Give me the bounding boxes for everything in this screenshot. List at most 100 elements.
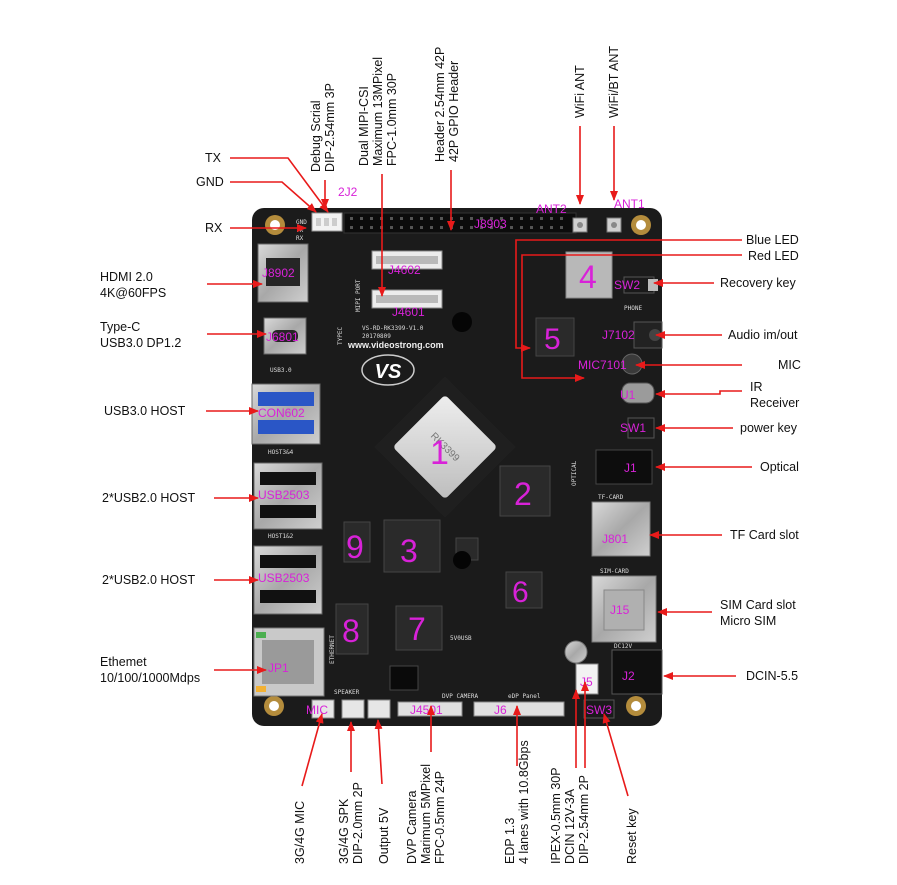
label-dcin: DCIN-5.5 [746,669,798,683]
silk-usb30: USB3.0 [270,367,292,374]
designator-ant2: ANT2 [536,202,567,216]
label-header-line2: 42P GPIO Header [447,61,461,162]
board-brand: www.videostrong.com [347,340,444,350]
label-dcin12: DCIN 12V-3A [563,788,577,864]
silk-5v0usb: 5V0USB [450,635,472,642]
silk-host12: HOST1&2 [268,533,294,540]
designator-sw3: SW3 [586,703,612,717]
label-blueled: Blue LED [746,233,799,247]
silk-edp-panel: eDP Panel [508,693,541,700]
designator-mic7101: MIC7101 [578,358,627,372]
label-ethernet-line2: 10/100/1000Mdps [100,671,200,685]
out5v-connector [367,699,391,719]
optical-connector [595,449,653,485]
label-g4spk: 3G/4G SPK [337,798,351,864]
board-date: 20170809 [362,333,391,340]
label-simcard-line2: Micro SIM [720,614,776,628]
gpio-header [343,212,577,234]
chip-9 [343,521,371,563]
label-ir: IR [750,380,763,394]
label-dip254: DIP-2.54mm 2P [577,775,591,864]
chip-4 [565,251,613,299]
chip-6 [505,571,543,609]
silk-rx: RX [296,235,304,242]
chip-number-8: 8 [342,613,360,649]
label-usb30: USB3.0 HOST [104,404,186,418]
designator-ant1: ANT1 [614,197,645,211]
designator-u1: U1 [620,388,636,402]
label-hdmi-line2: 4K@60FPS [100,286,166,300]
soc-rk3399: RK3399 [374,376,516,518]
designator-j6: J6 [494,703,507,717]
label-dvp-line3: FPC-0.5mm 24P [433,771,447,864]
chip-5 [535,317,575,357]
label-simcard: SIM Card slot [720,598,796,612]
dc-jack [611,649,663,695]
chip-number-5: 5 [544,323,561,356]
silk-optical: OPTICAL [571,460,578,486]
label-audio: Audio im/out [728,328,798,342]
designator-j5: J5 [580,675,593,689]
designator-j15: J15 [610,603,630,617]
label-typec-line2: USB3.0 DP1.2 [100,336,181,350]
label-ethernet: Ethemet [100,655,147,669]
label-debug-line2: DIP-2.54mm 3P [323,83,337,172]
designator-j801: J801 [602,532,628,546]
label-tfcard: TF Card slot [730,528,799,542]
chip-3 [383,519,441,573]
spk-connector [341,699,365,719]
chip-number-4: 4 [579,259,597,295]
label-mipi-line3: FPC-1.0mm 30P [385,73,399,166]
silk-dvp-camera: DVP CAMERA [442,693,479,700]
silk-speaker: SPEAKER [334,689,360,696]
arrow-redled [521,254,742,382]
arrow-reset [602,713,629,797]
silk-gnd: GND [296,219,307,226]
label-gnd: GND [196,175,224,189]
label-optical: Optical [760,460,799,474]
chip-number-7: 7 [408,611,426,647]
label-rx: RX [205,221,223,235]
label-ipex: IPEX-0.5mm 30P [549,767,563,864]
designator-sw2: SW2 [614,278,640,292]
label-usb20a: 2*USB2.0 HOST [102,491,195,505]
label-edp: EDP 1.3 [503,818,517,864]
chip-number-3: 3 [400,533,418,569]
designator-jp1: JP1 [268,661,289,675]
label-tx: TX [205,151,222,165]
arrow-blueled [515,239,742,352]
silk-ethernet: ETHERNET [329,635,336,664]
label-typec: Type-C [100,320,140,334]
label-ir-line2: Receiver [750,396,799,410]
silk-typec: TYPEC [337,327,344,345]
designator-2j2: 2J2 [338,185,358,199]
label-wifiant: WiFi ANT [573,65,587,118]
vs-logo: VS [361,354,415,386]
label-mic: MIC [778,358,801,372]
silk-tf-card: TF-CARD [598,494,624,501]
designator-j1: J1 [624,461,637,475]
silk-host34: HOST3&4 [268,449,294,456]
chip-number-6: 6 [512,576,529,609]
label-hdmi: HDMI 2.0 [100,270,153,284]
silk-phone: PHONE [624,305,642,312]
chip-8 [335,603,369,655]
power-key [627,417,655,439]
label-g4spk-line2: DIP-2.0mm 2P [351,782,365,864]
designator-sw1: SW1 [620,421,646,435]
chip-number-1: 1 [430,434,449,472]
label-redled: Red LED [748,249,799,263]
chip-2 [499,465,551,517]
label-dvp: DVP Camera [405,791,419,864]
label-header: Header 2.54mm 42P [433,47,447,162]
label-mipi-line2: Maximum 13MPixel [371,57,385,166]
designator-j2: J2 [622,669,635,683]
label-edp-line2: 4 lanes with 10.8Gbps [517,740,531,864]
label-usb20b: 2*USB2.0 HOST [102,573,195,587]
label-power: power key [740,421,798,435]
board-model: VS-RD-RK3399-V1.0 [362,325,424,332]
tf-card-slot [591,501,651,557]
chip-number-2: 2 [514,476,532,512]
designator-j8902: J8902 [262,266,295,280]
svg-text:VS: VS [375,361,402,383]
